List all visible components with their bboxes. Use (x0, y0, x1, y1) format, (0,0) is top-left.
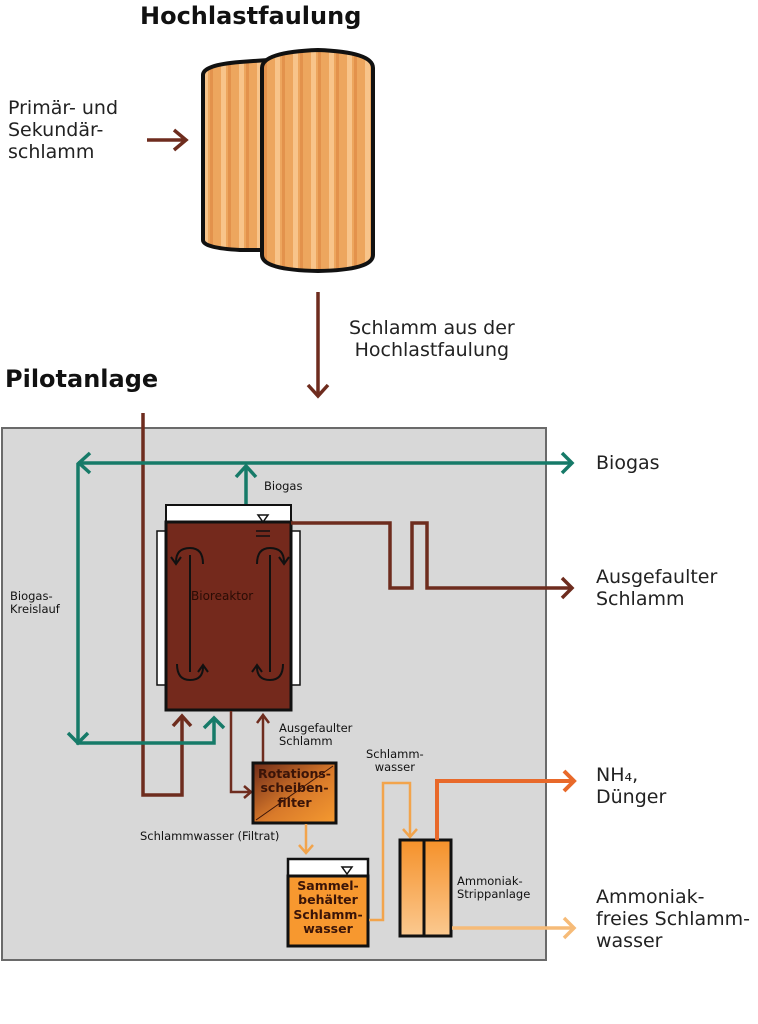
label-filtrate: Schlammwasser (Filtrat) (140, 829, 280, 843)
filtrate-line (298, 824, 314, 855)
digested-sludge-output-line (291, 521, 575, 600)
ammonia-stripping-plant (398, 838, 453, 938)
label-bioreactor: Bioreaktor (191, 589, 254, 603)
sludge-from-digester-arrow (306, 292, 330, 399)
sludge-inlet-line (141, 413, 193, 797)
label-collection-tank: Sammel- behälter Schlamm- wasser (293, 878, 363, 937)
title-pilot-plant: Pilotanlage (5, 365, 159, 393)
label-digested-sludge-return: Ausgefaulter Schlamm (279, 721, 353, 749)
output-fertilizer: NH₄, Dünger (596, 764, 667, 808)
output-digested-sludge: Ausgefaulter Schlamm (596, 566, 718, 610)
label-sludge-water: Schlamm- wasser (366, 747, 424, 775)
output-biogas: Biogas (596, 452, 660, 474)
bioreactor (156, 504, 301, 712)
label-rotary-filter: Rotations- scheiben- filter (258, 766, 331, 810)
title-high-load-digestion: Hochlastfaulung (140, 2, 362, 30)
ammonia-free-output-line (452, 916, 577, 940)
label-biogas-loop: Biogas- Kreislauf (10, 589, 60, 617)
label-stripping-plant: Ammoniak- Strippanlage (457, 874, 531, 902)
digester-tanks (201, 47, 375, 274)
biogas-loop (66, 451, 575, 746)
label-primary-secondary-sludge: Primär- und Sekundär- schlamm (8, 97, 119, 163)
sludge-water-line (369, 781, 418, 922)
primary-sludge-arrow (147, 128, 189, 152)
label-biogas-up: Biogas (264, 479, 303, 493)
output-ammonia-free-water: Ammoniak- freies Schlamm- wasser (596, 886, 751, 952)
sludge-to-filter-line (229, 711, 270, 799)
collection-tank (286, 857, 370, 948)
rotary-disc-filter (251, 761, 338, 825)
label-sludge-from-digester: Schlamm aus der Hochlastfaulung (349, 317, 515, 361)
fertilizer-output-line (435, 769, 577, 840)
